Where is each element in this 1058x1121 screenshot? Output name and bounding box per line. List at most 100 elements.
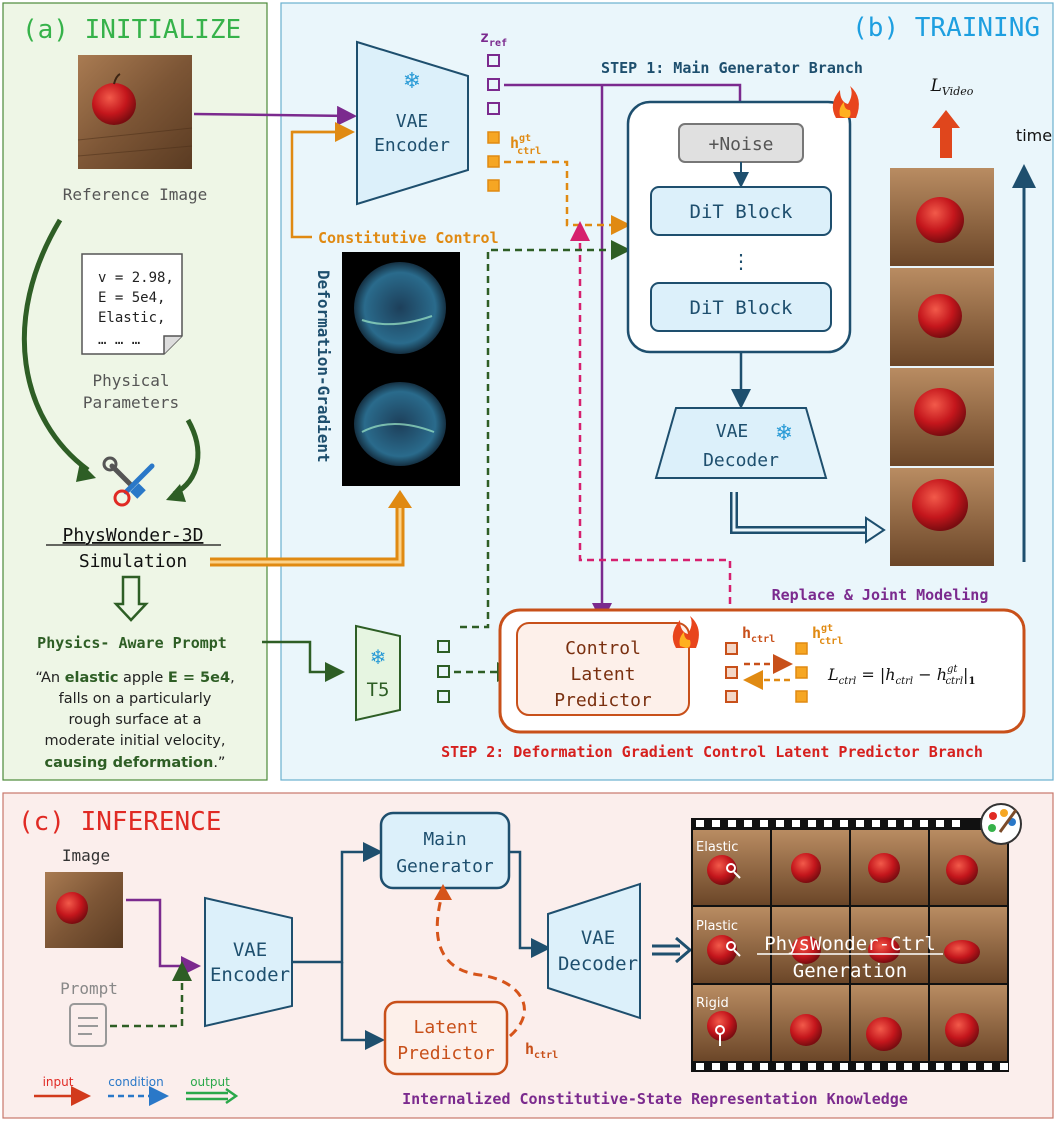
ref-to-encoder-arrow [193, 105, 357, 126]
row-label-elastic: Elastic [696, 840, 738, 855]
main-generator-label: Generator [396, 856, 494, 877]
clp-label: Latent [570, 664, 635, 685]
training-title: (b) TRAINING [852, 13, 1040, 43]
z-ref-label: zref [480, 28, 507, 49]
z-ref-token [487, 102, 500, 115]
inference-input-image [45, 872, 123, 948]
output-frames [693, 830, 1007, 1061]
legend-input-label: input [43, 1075, 74, 1089]
arrowhead [225, 1087, 239, 1105]
h-gt-token [795, 642, 808, 655]
knowledge-label: Internalized Constitutive-State Represen… [402, 1090, 908, 1108]
snowflake-icon: ❄ [775, 421, 793, 446]
arrowhead [76, 462, 96, 482]
latent-predictor-label: Predictor [397, 1043, 495, 1064]
param-line: … … … [98, 332, 140, 348]
h-ctrl-label: hctrl [525, 1040, 558, 1061]
prompt-to-encoder-arrow [110, 961, 192, 1028]
prompt-line: falls on a particularly [59, 691, 212, 707]
decoder-to-output-arrow [652, 936, 693, 964]
step1-label: STEP 1: Main Generator Branch [601, 59, 863, 77]
generator-to-decoder-arrow [509, 850, 551, 958]
h-gt-token [487, 131, 500, 144]
param-line: E = 5e4, [98, 290, 165, 306]
reference-image-label: Reference Image [63, 185, 208, 204]
prompt-line: rough surface at a [69, 712, 202, 728]
text-to-dit-arrow [460, 240, 631, 629]
vae-decoder-infer [547, 882, 641, 1020]
dit-dots: ⋮ [731, 249, 751, 273]
prompt-line: moderate initial velocity, [45, 733, 226, 749]
vae-encoder-train [356, 40, 469, 206]
legend-condition-label: condition [108, 1075, 163, 1089]
replace-joint-label: Replace & Joint Modeling [772, 586, 989, 604]
row-label-plastic: Plastic [696, 919, 738, 934]
encoder-to-predictor-arrow [340, 962, 385, 1050]
row-label-rigid: Rigid [696, 996, 729, 1011]
inference-image-label: Image [62, 846, 110, 865]
h-gt-token [487, 155, 500, 168]
dit-block [650, 186, 832, 236]
vae-encoder-label: Encoder [210, 964, 290, 986]
dit-block-label: DiT Block [690, 201, 794, 223]
h-gt-token [795, 666, 808, 679]
physical-parameters-label: Parameters [83, 393, 179, 412]
h-gt-token [487, 179, 500, 192]
sim-name: PhysWonder-3D [63, 525, 204, 546]
vae-encoder-label: Encoder [374, 135, 450, 156]
arrow-inner [732, 492, 868, 532]
vae-encoder-infer [204, 896, 293, 1028]
arrowhead [166, 484, 186, 502]
tools-icon [102, 456, 155, 507]
latent-predictor-infer [383, 1000, 509, 1076]
vae-decoder-label: VAE [716, 421, 749, 442]
step2-label: STEP 2: Deformation Gradient Control Lat… [441, 743, 983, 761]
film-holes [696, 820, 1008, 1070]
h-ctrl-token [725, 666, 738, 679]
vae-decoder-label: VAE [581, 927, 615, 949]
arrowhead [434, 884, 452, 900]
latent-predictor-label: Latent [413, 1017, 478, 1038]
physical-parameters-label: Physical [92, 371, 169, 390]
prompt-line: causing deformation.” [45, 755, 226, 771]
sim-label: Simulation [79, 551, 187, 572]
legend-output-arrow [186, 1091, 228, 1101]
generation-subtitle: Generation [793, 960, 907, 982]
prompt-line: “An elastic apple E = 5e4, [35, 670, 234, 686]
arrow-inner [210, 505, 402, 564]
t5-label: T5 [367, 679, 390, 701]
h-ctrl-replace-arrow [570, 221, 732, 628]
text-token [437, 690, 450, 703]
deformation-gradient-images [342, 252, 460, 486]
main-generator-label: Main [423, 829, 466, 850]
vae-decoder-train [654, 407, 828, 479]
image-to-sim-arrow [21, 218, 90, 473]
legend-output-label: output [190, 1075, 230, 1089]
loss-up-arrow [932, 110, 960, 158]
prompt-to-t5-arrow [262, 640, 345, 682]
dit-block [650, 282, 832, 332]
param-line: v = 2.98, [98, 270, 174, 286]
control-latent-predictor [516, 622, 690, 716]
vae-encoder-label: VAE [396, 111, 429, 132]
h-gt-token [795, 690, 808, 703]
h-ctrl-token [725, 642, 738, 655]
clp-label: Predictor [554, 690, 652, 711]
params-document [81, 253, 183, 355]
time-label: time [1016, 126, 1052, 145]
noise-label: +Noise [708, 134, 773, 155]
text-token [437, 640, 450, 653]
prompt-doc-icon [69, 1003, 107, 1047]
vae-encoder-label: VAE [233, 939, 267, 961]
fire-icon [672, 616, 699, 648]
dit-block-label: DiT Block [690, 297, 794, 319]
clp-label: Control [565, 638, 641, 659]
vae-decoder-label: Decoder [558, 953, 638, 975]
z-ref-token [487, 54, 500, 67]
h-ctrl-label: hctrl [742, 624, 775, 645]
inference-title: (c) INFERENCE [18, 807, 222, 837]
